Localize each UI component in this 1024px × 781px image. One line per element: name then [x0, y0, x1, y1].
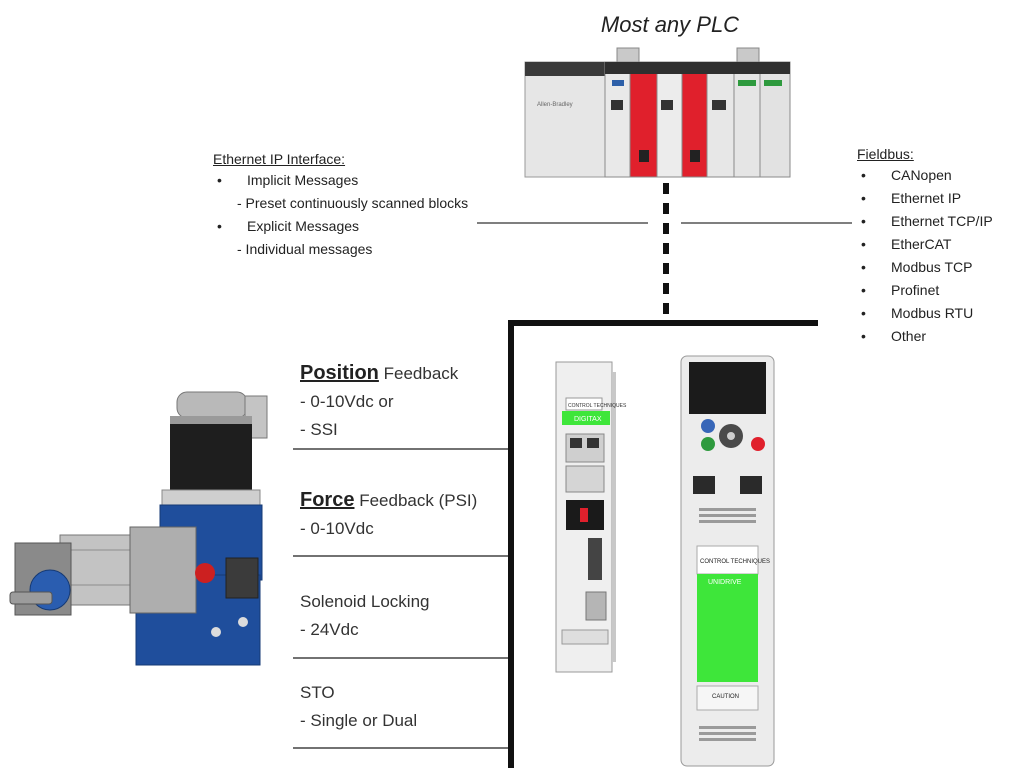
position-line-2: - SSI	[300, 420, 338, 439]
ethernet-ip-item-note: - Preset continuously scanned blocks	[237, 195, 469, 211]
fieldbus-item: •Modbus RTU	[861, 305, 974, 321]
ethernet-ip-heading: Ethernet IP Interface:	[213, 151, 346, 167]
unidrive-brand: CONTROL TECHNIQUES	[700, 559, 770, 565]
fieldbus-item-label: Profinet	[891, 282, 940, 298]
fieldbus-item-label: Modbus TCP	[891, 259, 973, 275]
ethernet-ip-item-label: Implicit Messages	[247, 172, 359, 188]
ethernet-ip-item: •Explicit Messages	[217, 218, 360, 234]
fieldbus-item-label: Modbus RTU	[891, 305, 974, 321]
sto-block: STO - Single or Dual	[300, 679, 417, 735]
fieldbus-item: •EtherCAT	[861, 236, 952, 252]
fieldbus-item-label: Other	[891, 328, 927, 344]
sto-line-1: - Single or Dual	[300, 711, 418, 730]
fieldbus-heading: Fieldbus:	[857, 146, 914, 162]
fieldbus-item-label: EtherCAT	[891, 236, 952, 252]
solenoid-block: Solenoid Locking - 24Vdc	[300, 588, 429, 644]
solenoid-line-1: - 24Vdc	[300, 620, 359, 639]
solenoid-title: Solenoid Locking	[300, 592, 430, 611]
unidrive-image: CONTROL TECHNIQUES UNIDRIVE CAUTION	[680, 355, 775, 767]
sto-title: STO	[300, 683, 335, 702]
position-rest: Feedback	[378, 364, 459, 383]
fieldbus-item-label: CANopen	[891, 167, 952, 183]
position-label: Position	[300, 362, 379, 384]
ethernet-ip-block: Ethernet IP Interface: •Implicit Message…	[213, 151, 533, 261]
ethernet-ip-item-label: Explicit Messages	[247, 218, 360, 234]
force-line-1: - 0-10Vdc	[300, 519, 374, 538]
digitax-drive-image: CONTROL TECHNIQUES DIGITAX	[555, 361, 627, 673]
position-line-1: - 0-10Vdc or	[300, 392, 394, 411]
unidrive-model: UNIDRIVE	[708, 579, 742, 586]
plc-brand: Allen-Bradley	[537, 102, 573, 108]
force-feedback-block: Force Feedback (PSI) - 0-10Vdc	[300, 486, 477, 543]
ethernet-ip-item: •Implicit Messages	[217, 172, 359, 188]
position-feedback-block: Position Feedback - 0-10Vdc or - SSI	[300, 359, 458, 444]
digitax-model: DIGITAX	[574, 416, 602, 423]
fieldbus-item: •Ethernet TCP/IP	[861, 213, 993, 229]
force-label: Force	[300, 489, 355, 511]
fieldbus-item: •Other	[861, 328, 927, 344]
fieldbus-item: •Ethernet IP	[861, 190, 962, 206]
fieldbus-item-label: Ethernet TCP/IP	[891, 213, 993, 229]
ethernet-ip-item-note: - Individual messages	[237, 241, 373, 257]
digitax-brand: CONTROL TECHNIQUES	[568, 403, 627, 409]
fieldbus-item-label: Ethernet IP	[891, 190, 962, 206]
fieldbus-item: •CANopen	[861, 167, 952, 183]
fieldbus-item: •Profinet	[861, 282, 940, 298]
actuator-image	[9, 391, 268, 666]
force-rest: Feedback (PSI)	[354, 491, 478, 510]
fieldbus-item: •Modbus TCP	[861, 259, 973, 275]
unidrive-caution: CAUTION	[712, 694, 739, 700]
plc-title: Most any PLC	[600, 12, 740, 37]
fieldbus-block: Fieldbus: •CANopen •Ethernet IP •Etherne…	[857, 146, 1022, 348]
plc-rack-image: Allen-Bradley	[524, 47, 791, 178]
